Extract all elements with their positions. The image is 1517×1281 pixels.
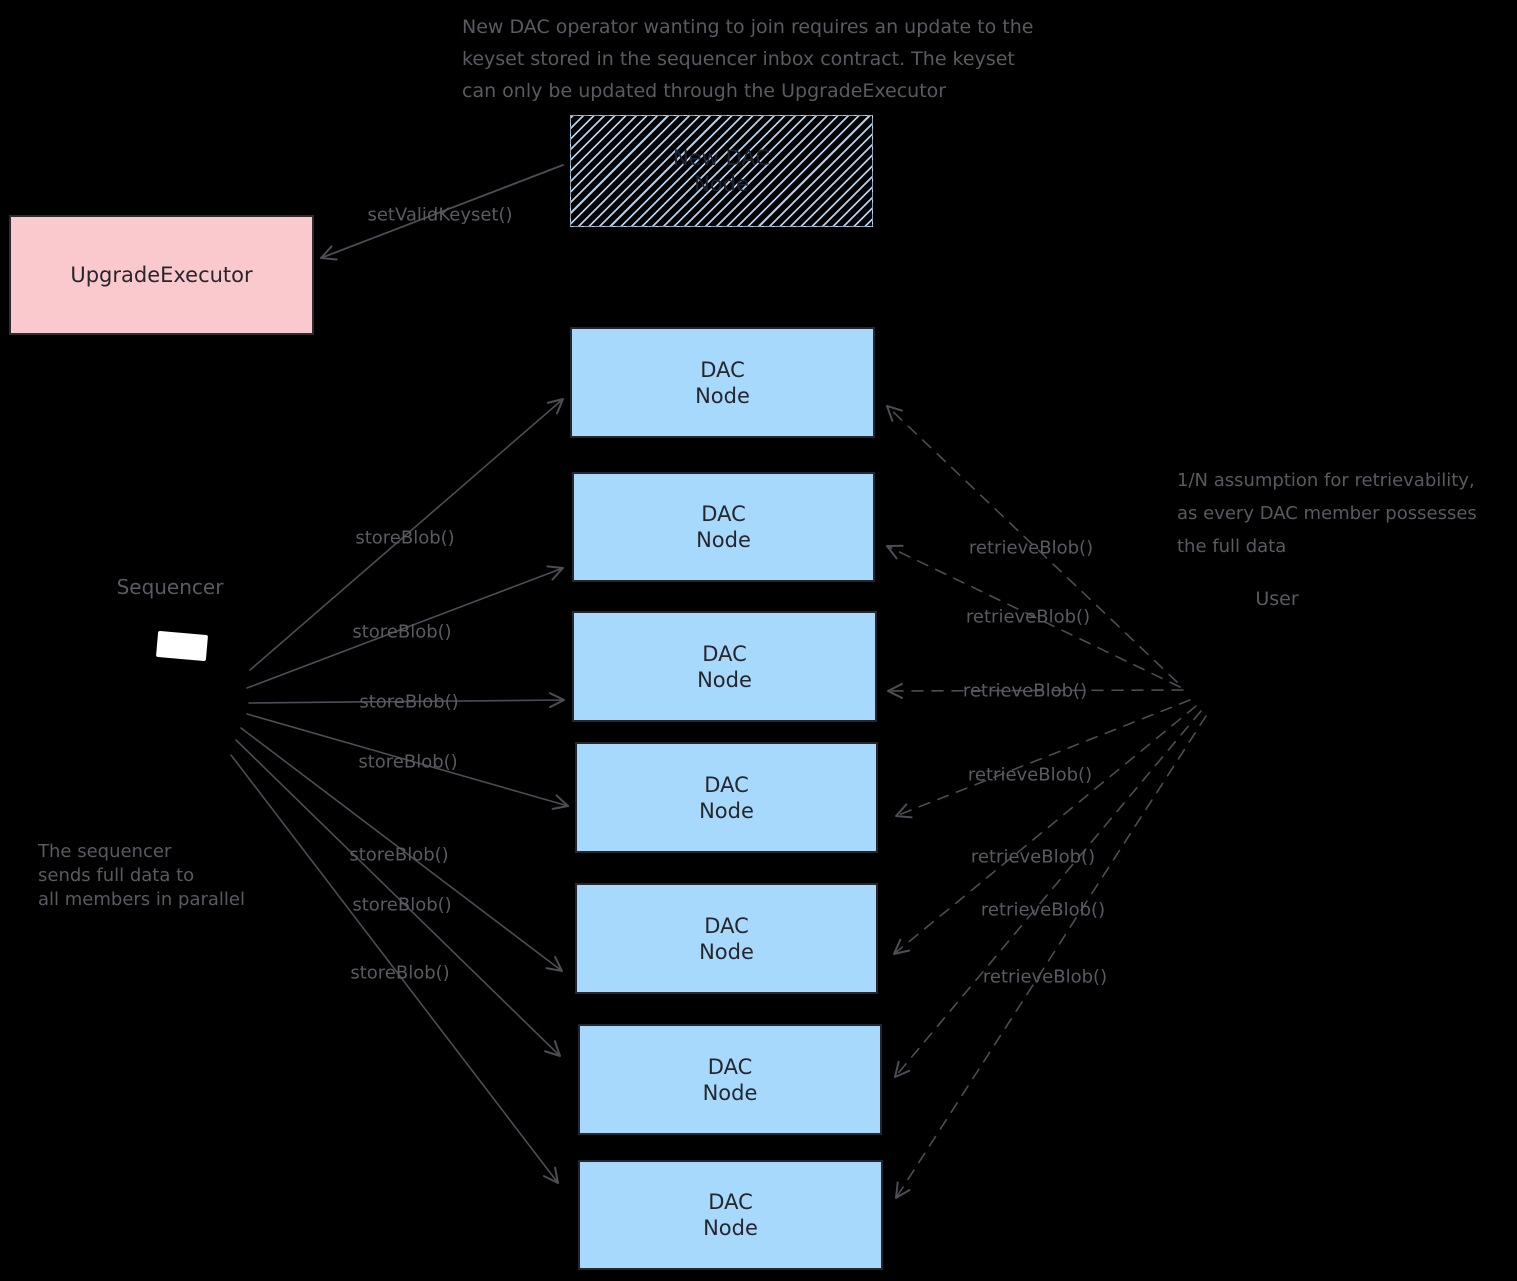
- sequencer-icon: [155, 630, 209, 662]
- upgrade-executor-box: UpgradeExecutor: [9, 215, 314, 335]
- store-blob-label-5: storeBlob(): [349, 844, 449, 866]
- retrieve-blob-label-4: retrieveBlob(): [967, 764, 1093, 786]
- dac-node-3: DAC Node: [572, 611, 877, 722]
- store-blob-label-1: storeBlob(): [355, 527, 455, 549]
- user-label: User: [1255, 588, 1299, 610]
- dac-node-5: DAC Node: [575, 883, 878, 994]
- retrieve-blob-label-2: retrieveBlob(): [965, 606, 1091, 628]
- keyset-note: New DAC operator wanting to join require…: [462, 16, 1034, 102]
- retrieve-arrow-4: [895, 699, 1191, 819]
- store-blob-label-4: storeBlob(): [358, 751, 458, 773]
- parallel-note: The sequencer sends full data to all mem…: [38, 841, 245, 910]
- retrieve-blob-label-1: retrieveBlob(): [968, 537, 1094, 559]
- retrieve-blob-label-6: retrieveBlob(): [980, 899, 1106, 921]
- retrieve-arrow-7: [895, 715, 1207, 1199]
- set-valid-keyset-label: setValidKeyset(): [367, 204, 513, 226]
- dac-node-6: DAC Node: [578, 1024, 882, 1135]
- dac-node-2: DAC Node: [572, 472, 875, 582]
- store-blob-label-7: storeBlob(): [350, 962, 450, 984]
- store-blob-label-3: storeBlob(): [359, 691, 459, 713]
- sequencer-label: Sequencer: [116, 575, 224, 599]
- dac-node-1: DAC Node: [570, 327, 875, 438]
- dac-node-7: DAC Node: [578, 1160, 883, 1270]
- retrieve-blob-label-3: retrieveBlob(): [962, 680, 1088, 702]
- retrievability-note: 1/N assumption for retrievability, as ev…: [1177, 470, 1477, 557]
- retrieve-blob-label-5: retrieveBlob(): [970, 846, 1096, 868]
- store-blob-label-2: storeBlob(): [352, 621, 452, 643]
- store-blob-label-6: storeBlob(): [352, 894, 452, 916]
- dac-node-4: DAC Node: [575, 742, 878, 853]
- new-dac-node-box: New DAC Node: [570, 115, 873, 227]
- retrieve-blob-label-7: retrieveBlob(): [982, 966, 1108, 988]
